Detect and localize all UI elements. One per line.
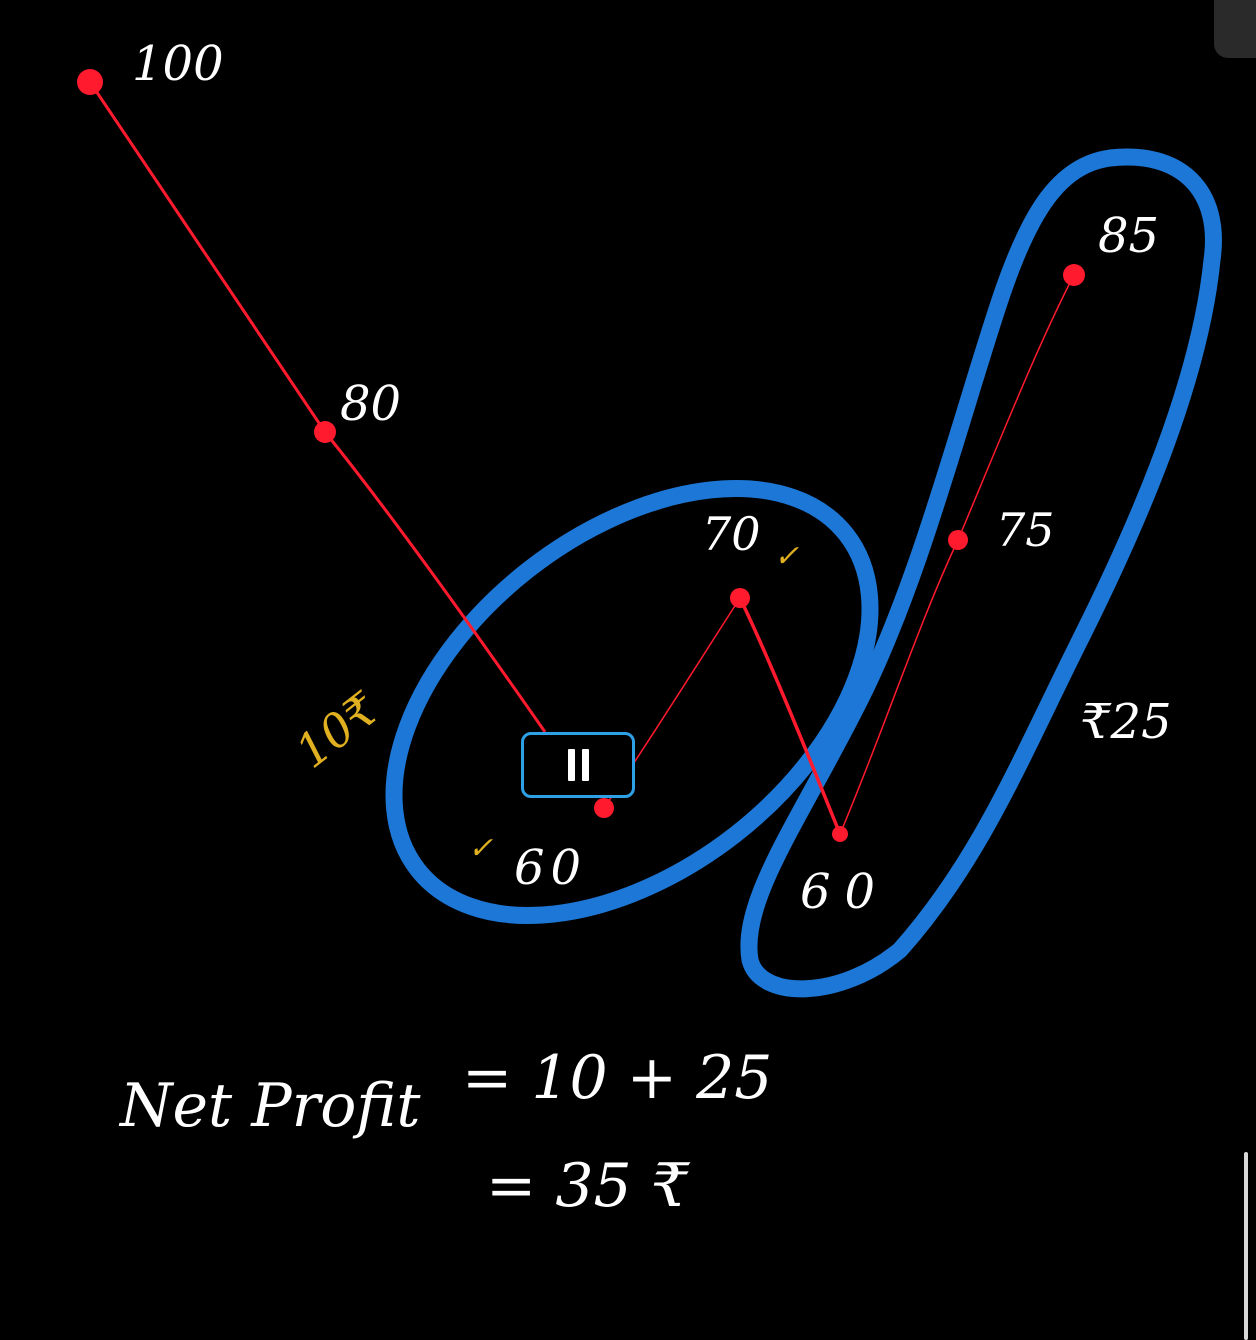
check-mark-70: ✓: [774, 539, 799, 574]
point-80: [314, 421, 336, 443]
profit-left-label: 10₹: [286, 681, 390, 779]
label-75: 75: [996, 503, 1055, 557]
price-path-down-2: [738, 597, 842, 835]
label-60b: 60: [800, 864, 889, 920]
scrollbar[interactable]: [1244, 1152, 1248, 1340]
net-profit-sum: = 10 + 25: [462, 1043, 772, 1113]
net-profit-label: Net Profit: [118, 1071, 421, 1141]
label-60a: 60: [514, 840, 587, 896]
point-75: [948, 530, 968, 550]
corner-menu-tab[interactable]: [1214, 0, 1256, 58]
label-70: 70: [702, 507, 761, 561]
net-profit-total: = 35 ₹: [486, 1151, 691, 1221]
price-path-down: [88, 81, 547, 733]
point-85: [1063, 264, 1085, 286]
left-highlight-loop: [385, 480, 879, 924]
label-80: 80: [340, 376, 401, 432]
label-100: 100: [132, 36, 224, 92]
check-mark-60: ✓: [468, 831, 493, 866]
pause-button[interactable]: [521, 732, 635, 798]
point-70: [730, 588, 750, 608]
pause-icon-bar: [581, 749, 589, 781]
profit-right-label: ₹25: [1080, 694, 1172, 750]
point-60a: [594, 798, 614, 818]
point-60b: [832, 826, 848, 842]
label-85: 85: [1098, 208, 1159, 264]
pause-icon: [567, 749, 575, 781]
point-100: [77, 69, 103, 95]
right-highlight-loop: [740, 148, 1222, 998]
